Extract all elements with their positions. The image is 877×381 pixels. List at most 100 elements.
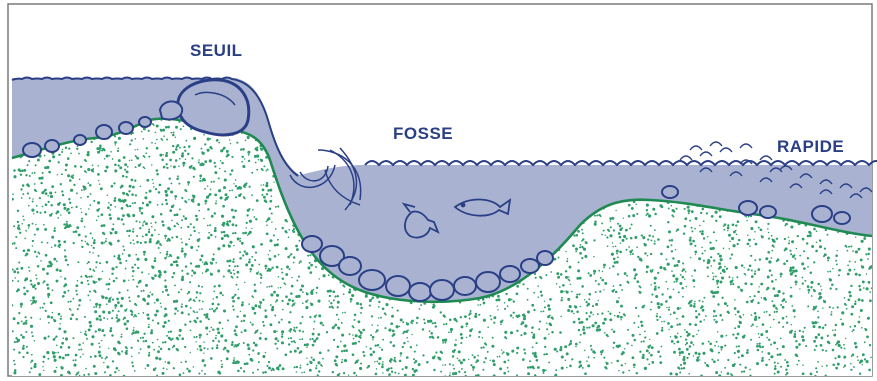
sediment-dot: [196, 317, 198, 319]
sediment-dot: [601, 312, 603, 314]
sediment-dot: [598, 328, 601, 331]
sediment-dot: [540, 291, 542, 293]
sediment-dot: [569, 365, 572, 368]
sediment-dot: [758, 286, 759, 287]
sediment-dot: [734, 352, 736, 354]
sediment-dot: [51, 246, 53, 248]
sediment-dot: [97, 165, 99, 167]
sediment-dot: [583, 326, 585, 328]
sediment-dot: [72, 360, 74, 362]
sediment-dot: [80, 349, 82, 351]
sediment-dot: [42, 268, 45, 271]
sediment-dot: [134, 264, 136, 266]
sediment-dot: [761, 351, 763, 353]
sediment-dot: [95, 330, 97, 332]
sediment-dot: [585, 312, 587, 314]
sediment-dot: [586, 327, 588, 329]
sediment-dot: [181, 197, 183, 199]
sediment-dot: [681, 287, 683, 289]
sediment-dot: [81, 217, 83, 219]
sediment-dot: [235, 325, 238, 328]
sediment-dot: [263, 196, 266, 199]
sediment-dot: [843, 356, 846, 359]
sediment-dot: [167, 126, 170, 129]
sediment-dot: [437, 336, 440, 339]
sediment-dot: [720, 346, 723, 349]
sediment-dot: [721, 319, 723, 321]
sediment-dot: [679, 354, 681, 356]
sediment-dot: [696, 334, 697, 335]
sediment-dot: [188, 370, 191, 373]
sediment-dot: [184, 323, 186, 325]
sediment-dot: [28, 160, 30, 162]
sediment-dot: [783, 262, 786, 265]
sediment-dot: [398, 373, 400, 375]
sediment-dot: [152, 342, 154, 344]
sediment-dot: [579, 361, 582, 364]
sediment-dot: [51, 236, 54, 239]
sediment-dot: [611, 253, 614, 256]
sediment-dot: [559, 348, 562, 351]
sediment-dot: [353, 327, 355, 329]
sediment-dot: [145, 233, 148, 236]
sediment-dot: [190, 223, 192, 225]
sediment-dot: [59, 323, 61, 325]
sediment-dot: [281, 333, 283, 335]
sediment-dot: [101, 357, 103, 359]
sediment-dot: [453, 368, 455, 370]
sediment-dot: [647, 238, 649, 240]
sediment-dot: [47, 315, 50, 318]
sediment-dot: [529, 366, 532, 369]
sediment-dot: [184, 346, 186, 348]
sediment-dot: [132, 186, 135, 189]
sediment-dot: [306, 346, 308, 348]
sediment-dot: [188, 184, 190, 186]
sediment-dot: [277, 340, 279, 342]
sediment-dot: [523, 332, 526, 335]
sediment-dot: [67, 264, 69, 266]
sediment-dot: [369, 299, 372, 302]
sediment-dot: [582, 232, 584, 234]
sediment-dot: [311, 357, 313, 359]
sediment-dot: [820, 285, 821, 286]
sediment-dot: [147, 295, 150, 298]
sediment-dot: [533, 309, 535, 311]
sediment-dot: [134, 180, 136, 182]
sediment-dot: [259, 337, 262, 340]
sediment-dot: [203, 347, 205, 349]
sediment-dot: [698, 330, 700, 332]
sediment-dot: [716, 240, 718, 242]
sediment-dot: [278, 254, 280, 256]
sediment-dot: [271, 267, 273, 269]
sediment-dot: [757, 268, 760, 271]
sediment-dot: [614, 261, 617, 264]
sediment-dot: [482, 337, 484, 339]
sediment-dot: [138, 313, 139, 314]
sediment-dot: [110, 327, 112, 329]
sediment-dot: [136, 286, 138, 288]
sediment-dot: [164, 190, 167, 193]
sediment-dot: [466, 337, 467, 338]
sediment-dot: [575, 251, 577, 253]
sediment-dot: [105, 238, 107, 240]
sediment-dot: [223, 186, 226, 189]
sediment-dot: [533, 367, 535, 369]
sediment-dot: [449, 363, 451, 365]
sediment-dot: [101, 225, 104, 228]
sediment-dot: [708, 341, 710, 343]
sediment-dot: [210, 234, 213, 237]
sediment-dot: [227, 269, 230, 272]
sediment-dot: [269, 258, 272, 261]
sediment-dot: [655, 295, 658, 298]
sediment-dot: [140, 337, 142, 339]
sediment-dot: [769, 269, 772, 272]
sediment-dot: [285, 284, 286, 285]
sediment-dot: [638, 285, 640, 287]
sediment-dot: [732, 364, 735, 367]
sediment-dot: [62, 357, 65, 360]
sediment-dot: [65, 259, 68, 262]
sediment-dot: [148, 229, 150, 231]
sediment-dot: [65, 354, 67, 356]
sediment-dot: [416, 317, 419, 320]
sediment-dot: [129, 160, 130, 161]
